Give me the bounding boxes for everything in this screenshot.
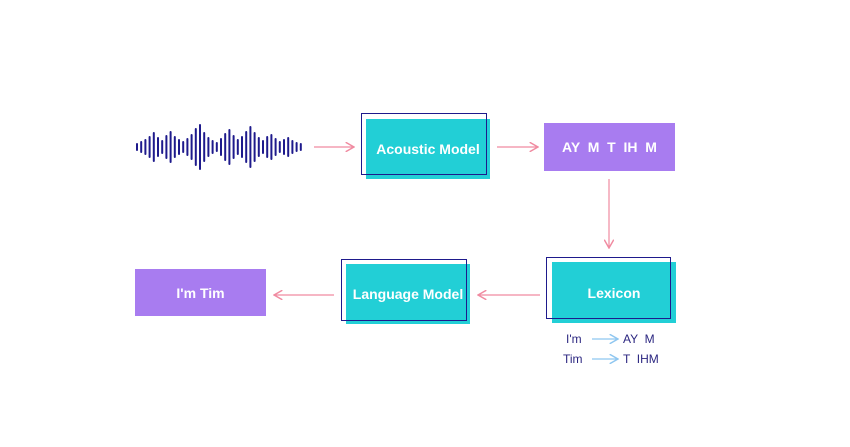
phonemes-box: AY M T IH M — [544, 123, 675, 171]
acoustic-model-outline — [361, 113, 487, 175]
language-model-box: Language Model — [346, 264, 470, 324]
acoustic-model-box: Acoustic Model — [366, 119, 490, 179]
mapping-phonemes-im: AY M — [623, 332, 655, 346]
mapping-word-tim: Tim — [563, 352, 583, 366]
mapping-phonemes-tim: T IHM — [623, 352, 659, 366]
language-model-outline — [341, 259, 467, 321]
output-box: I'm Tim — [135, 269, 266, 316]
lexicon-box: Lexicon — [552, 262, 676, 323]
phonemes-label: AY M T IH M — [562, 139, 657, 155]
lexicon-outline — [546, 257, 671, 319]
output-label: I'm Tim — [176, 284, 225, 301]
lexicon-label: Lexicon — [587, 284, 641, 301]
mapping-word-im: I'm — [566, 332, 582, 346]
language-model-label: Language Model — [352, 286, 464, 302]
acoustic-model-label: Acoustic Model — [376, 141, 480, 157]
